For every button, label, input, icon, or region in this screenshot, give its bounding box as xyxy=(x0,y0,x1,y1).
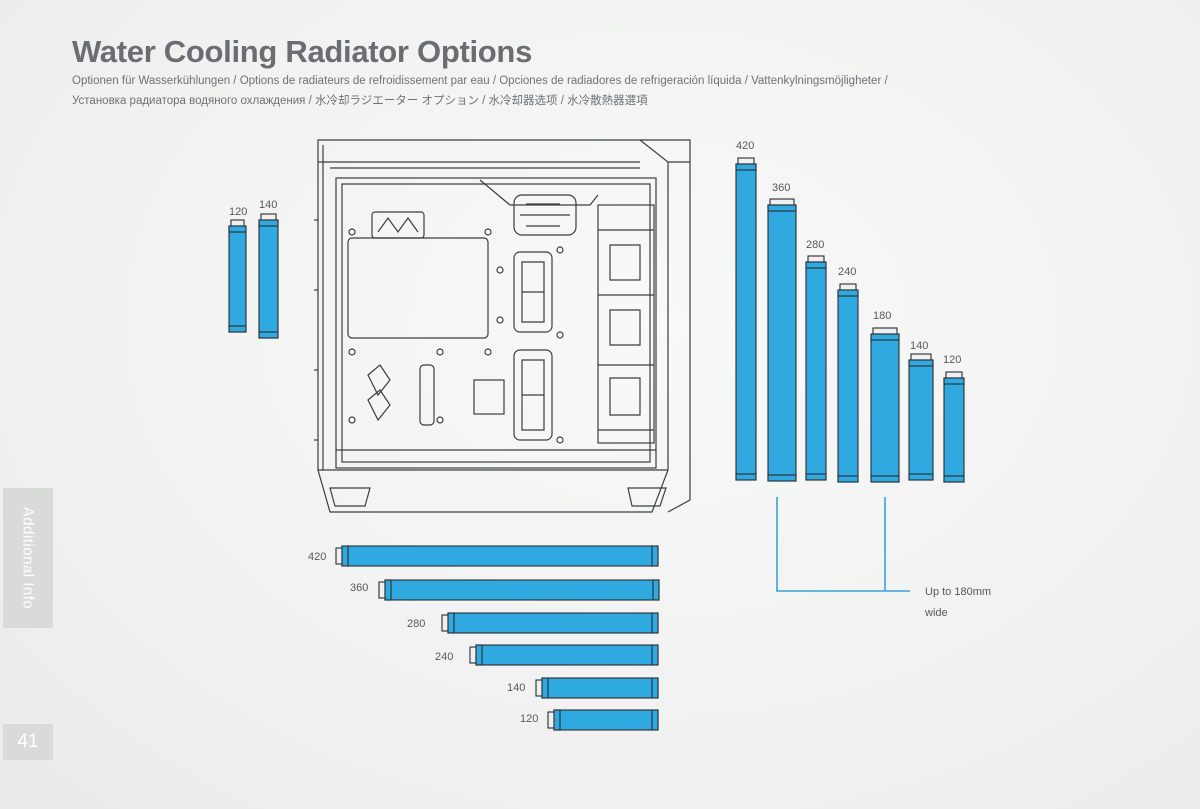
front-radiator-140-cap xyxy=(908,359,934,367)
front-radiator-240-cap xyxy=(837,475,859,483)
rear-radiator-label: 120 xyxy=(229,206,248,218)
rear-radiator-120-cap xyxy=(228,225,247,233)
front-radiator-label: 360 xyxy=(772,182,791,194)
front-radiator-180 xyxy=(870,333,900,483)
front-radiator-280-cap xyxy=(805,261,827,269)
front-radiator-280-cap xyxy=(805,473,827,481)
subtitle-line-1: Optionen für Wasserkühlungen / Options d… xyxy=(72,75,888,87)
width-note-line-2: wide xyxy=(925,607,948,619)
front-radiator-240 xyxy=(837,289,859,483)
section-tab: Additional Info xyxy=(3,488,53,628)
front-radiator-280 xyxy=(805,261,827,481)
front-radiator-label: 140 xyxy=(910,340,929,352)
rear-radiator-label: 140 xyxy=(259,199,278,211)
top-radiator-120-cap xyxy=(553,709,561,731)
top-radiator-label: 360 xyxy=(350,582,369,594)
front-radiator-360 xyxy=(767,204,797,482)
top-radiator-420-cap xyxy=(651,545,659,567)
top-radiator-140-cap xyxy=(651,677,659,699)
top-radiator-label: 120 xyxy=(520,713,539,725)
page-title: Water Cooling Radiator Options xyxy=(72,34,533,69)
front-radiator-240-cap xyxy=(837,289,859,297)
top-radiator-240-cap xyxy=(475,644,483,666)
front-radiator-label: 180 xyxy=(873,310,892,322)
top-radiator-120-cap xyxy=(651,709,659,731)
front-radiator-420-cap xyxy=(735,473,757,481)
top-radiator-420 xyxy=(341,545,659,567)
front-radiator-180-cap xyxy=(870,475,900,483)
front-radiator-label: 420 xyxy=(736,140,755,152)
top-radiator-label: 240 xyxy=(435,651,454,663)
rear-radiator-140 xyxy=(258,219,279,339)
top-radiator-360-cap xyxy=(652,579,660,601)
rear-radiator-140-cap xyxy=(258,219,279,227)
top-radiator-140-cap xyxy=(541,677,549,699)
page-number-box: 41 xyxy=(3,724,53,760)
front-radiator-360-cap xyxy=(767,204,797,212)
front-radiator-120 xyxy=(943,377,965,483)
front-radiator-140 xyxy=(908,359,934,481)
top-radiator-label: 140 xyxy=(507,682,526,694)
front-radiator-420 xyxy=(735,163,757,481)
front-radiator-120-cap xyxy=(943,475,965,483)
width-note-line-1: Up to 180mm xyxy=(925,586,992,598)
page-number: 41 xyxy=(17,731,39,752)
front-radiator-label: 120 xyxy=(943,354,962,366)
front-radiator-180-cap xyxy=(870,333,900,341)
top-radiator-280 xyxy=(447,612,659,634)
top-radiator-label: 420 xyxy=(308,551,327,563)
rear-radiator-120-cap xyxy=(228,325,247,333)
top-radiator-420-cap xyxy=(341,545,349,567)
front-radiator-label: 240 xyxy=(838,266,857,278)
rear-radiator-140-cap xyxy=(258,331,279,339)
front-radiator-360-cap xyxy=(767,474,797,482)
top-radiator-240-cap xyxy=(651,644,659,666)
front-radiator-120-cap xyxy=(943,377,965,385)
top-radiator-120 xyxy=(553,709,659,731)
top-radiator-140 xyxy=(541,677,659,699)
front-radiator-140-cap xyxy=(908,473,934,481)
top-radiator-360-cap xyxy=(384,579,392,601)
front-radiator-label: 280 xyxy=(806,239,825,251)
top-radiator-360 xyxy=(384,579,660,601)
subtitle-line-2: Установка радиатора водяного охлаждения … xyxy=(72,95,648,107)
rear-radiator-120 xyxy=(228,225,247,333)
top-radiator-280-cap xyxy=(651,612,659,634)
top-radiator-240 xyxy=(475,644,659,666)
top-radiator-label: 280 xyxy=(407,618,426,630)
front-radiator-420-cap xyxy=(735,163,757,171)
top-radiator-280-cap xyxy=(447,612,455,634)
